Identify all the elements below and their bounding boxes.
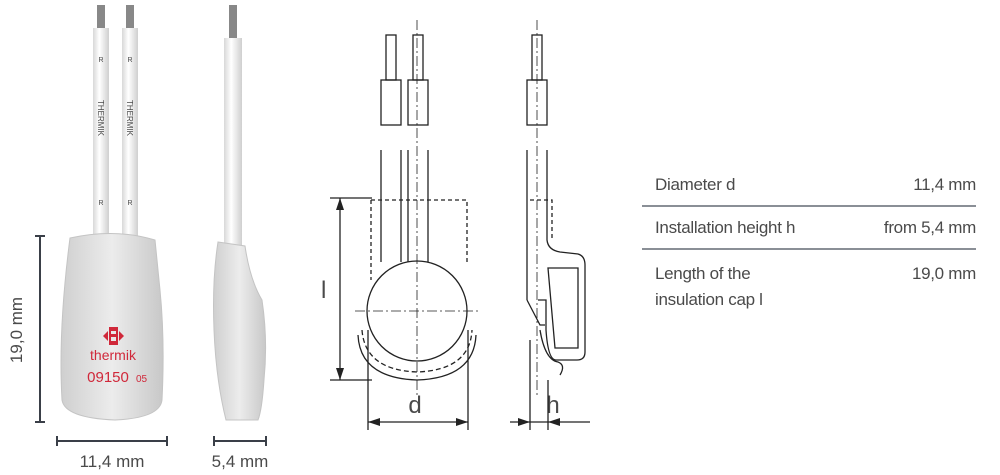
divider xyxy=(642,205,976,207)
wire-print: THERMIK xyxy=(96,100,105,137)
sensor-photo-side xyxy=(213,5,267,421)
label-height: h xyxy=(546,392,559,419)
wire-mark: R xyxy=(98,200,103,207)
wire-mark: R xyxy=(127,57,132,64)
spec-label: Installation height h xyxy=(655,218,796,237)
wire-print: THERMIK xyxy=(125,100,134,137)
dim-height-label: 19,0 mm xyxy=(7,297,26,363)
spec-value: 11,4 mm xyxy=(913,175,976,194)
spec-row-height: Installation height h from 5,4 mm xyxy=(642,207,976,248)
sensor-photo-front: R R THERMIK THERMIK R R thermik 09150 05 xyxy=(60,5,164,421)
spec-row-length: Length of the insulation cap l 19,0 mm xyxy=(642,250,976,313)
spec-row-diameter: Diameter d 11,4 mm xyxy=(642,175,976,205)
spec-table: Diameter d 11,4 mm Installation height h… xyxy=(642,175,976,313)
technical-drawing-side xyxy=(510,20,590,430)
cap-brand: thermik xyxy=(90,347,137,363)
spec-value: 19,0 mm xyxy=(911,264,976,283)
label-length: l xyxy=(321,277,326,304)
spec-label: Length of the insulation cap l xyxy=(655,264,763,309)
dim-width-label: 11,4 mm xyxy=(80,452,145,471)
label-diameter: d xyxy=(408,392,421,419)
dim-side-label: 5,4 mm xyxy=(212,452,269,471)
spec-label: Diameter d xyxy=(655,175,736,194)
wire-mark: R xyxy=(127,200,132,207)
cap-code: 09150 xyxy=(87,369,129,386)
wire-mark: R xyxy=(98,57,103,64)
divider xyxy=(642,248,976,250)
spec-value: from 5,4 mm xyxy=(883,218,976,237)
cap-code-suffix: 05 xyxy=(136,374,148,385)
thermik-logo xyxy=(103,327,124,345)
photo-dimension-lines xyxy=(35,235,267,446)
technical-drawing-front xyxy=(330,20,480,430)
